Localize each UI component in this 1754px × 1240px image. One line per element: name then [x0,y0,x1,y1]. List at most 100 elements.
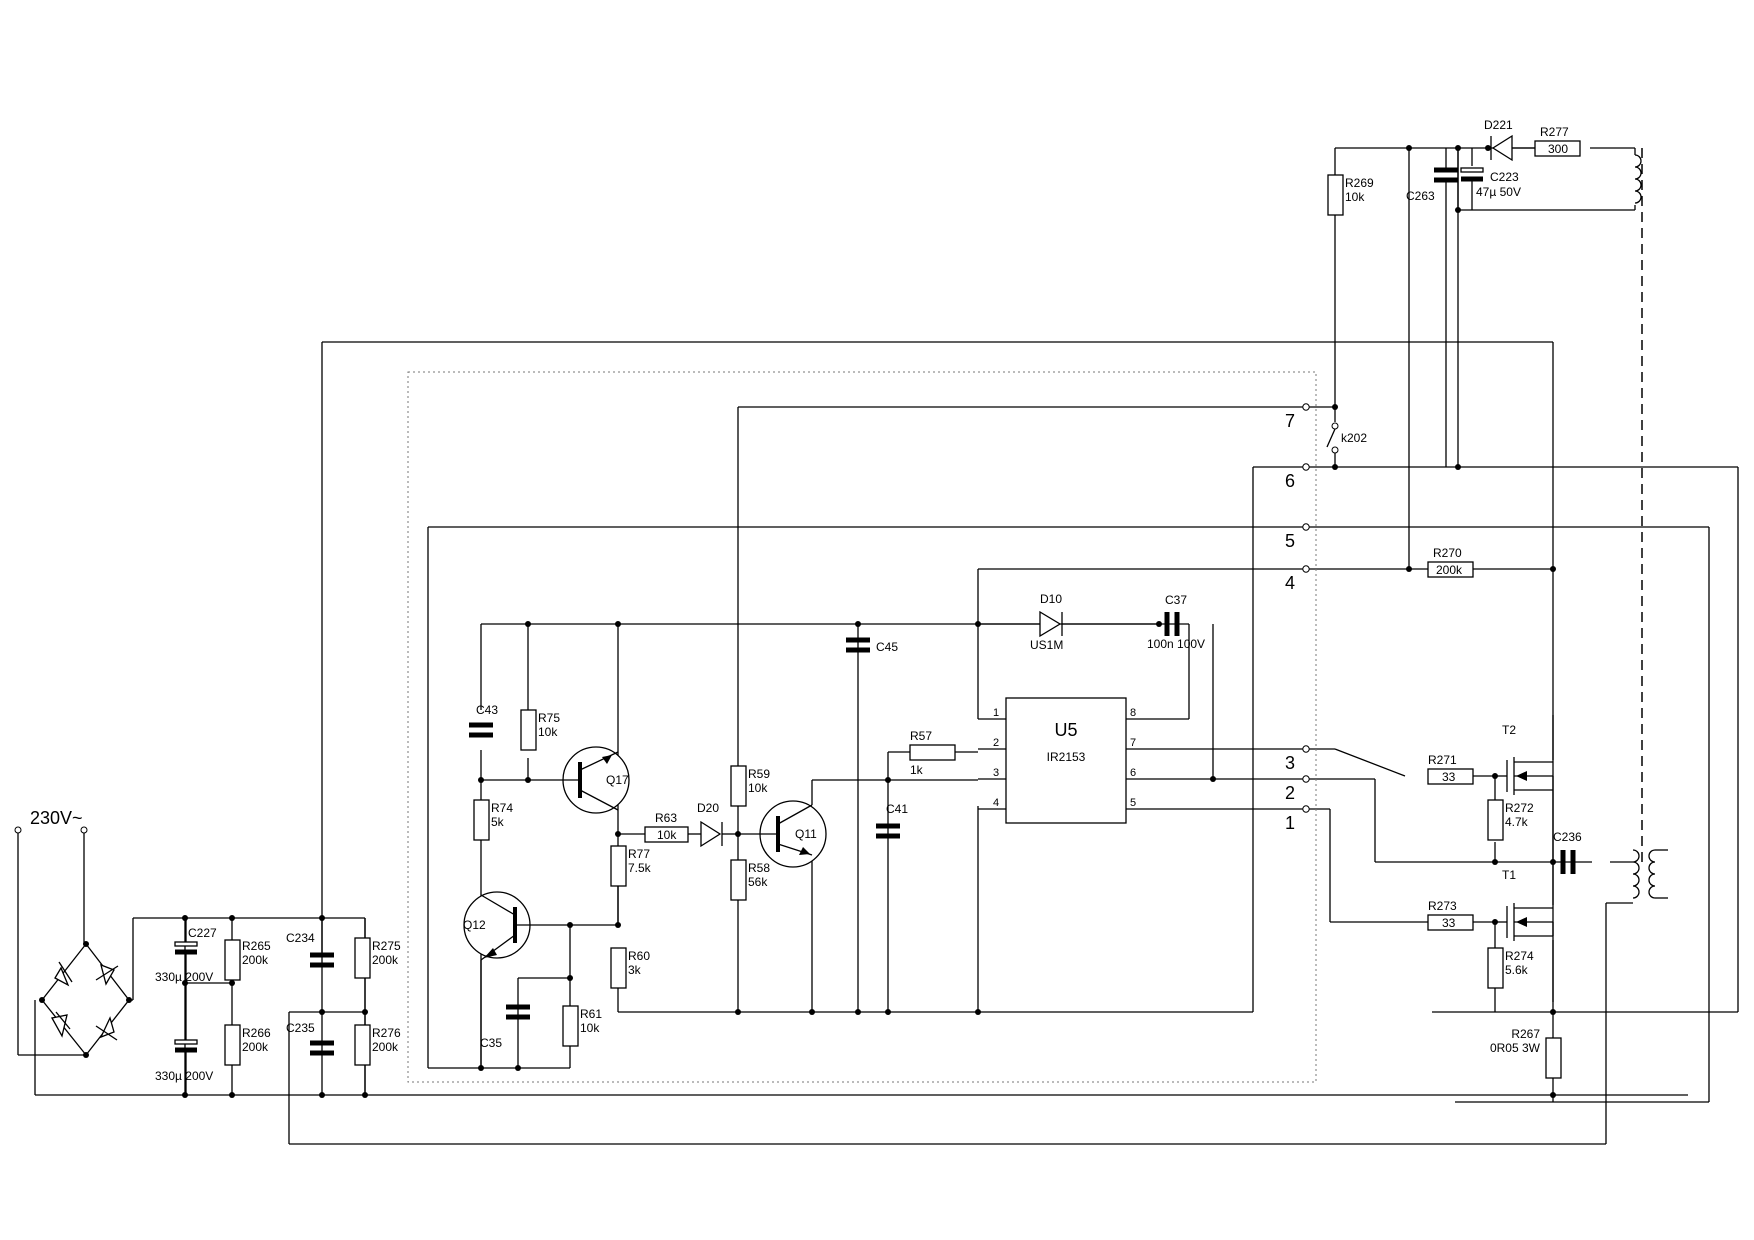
svg-text:R59: R59 [748,767,770,781]
svg-text:R277: R277 [1540,125,1569,139]
svg-text:R269: R269 [1345,176,1374,190]
svg-text:0R05 3W: 0R05 3W [1490,1041,1541,1055]
svg-text:R57: R57 [910,729,932,743]
svg-text:R75: R75 [538,711,560,725]
resistor-R74 [473,799,490,841]
svg-text:Q17: Q17 [606,773,629,787]
svg-text:T2: T2 [1502,723,1516,737]
svg-text:C235: C235 [286,1021,315,1035]
resistor-R269 [1327,174,1344,216]
svg-text:C234: C234 [286,931,315,945]
connector-pin-7: 7 [1285,411,1295,431]
svg-text:10k: 10k [1345,190,1365,204]
svg-text:C223: C223 [1490,170,1519,184]
svg-text:Q12: Q12 [463,918,486,932]
svg-text:200k: 200k [242,953,269,967]
module-boundary [407,371,1317,1083]
mains-input: 230V~ [14,808,88,834]
svg-text:C41: C41 [886,802,908,816]
resistor-R59 [730,765,747,807]
svg-text:330µ 200V: 330µ 200V [155,970,213,984]
svg-text:7: 7 [1130,737,1136,749]
resistor-R75 [520,709,537,751]
svg-text:C43: C43 [476,703,498,717]
svg-text:C227: C227 [188,926,217,940]
junctions [182,145,1556,1098]
svg-text:5k: 5k [491,815,505,829]
resistor-R265 [224,939,241,981]
resistor-R272 [1487,799,1504,841]
resistor-R271 [1427,768,1474,785]
svg-text:10k: 10k [748,781,768,795]
svg-text:R271: R271 [1428,753,1457,767]
svg-text:R270: R270 [1433,546,1462,560]
resistor-R275 [354,937,371,979]
connector-pin-4: 4 [1285,573,1295,593]
svg-text:D10: D10 [1040,592,1062,606]
svg-text:7.5k: 7.5k [628,861,652,875]
connector-pin-1: 1 [1285,813,1295,833]
connector-pin-6: 6 [1285,471,1295,491]
diodes: D10 US1M D20 D221 [697,118,1535,848]
ic-part: IR2153 [1047,750,1086,764]
resistor-R60 [610,947,627,989]
resistor-R267 [1545,1037,1562,1079]
svg-text:330µ 200V: 330µ 200V [155,1069,213,1083]
bridge-rectifier [39,941,132,1058]
svg-text:10k: 10k [657,828,677,842]
svg-text:R77: R77 [628,847,650,861]
svg-text:10k: 10k [538,725,558,739]
svg-text:3: 3 [993,767,999,779]
relay-label: k202 [1341,431,1367,445]
svg-text:200k: 200k [372,953,399,967]
resistor-R276 [354,1024,371,1066]
ic-U5: U5 IR2153 1 2 3 4 8 7 6 5 [978,697,1159,824]
svg-text:R274: R274 [1505,949,1534,963]
svg-text:1: 1 [993,707,999,719]
svg-text:5.6k: 5.6k [1505,963,1529,977]
svg-text:C35: C35 [480,1036,502,1050]
svg-text:R272: R272 [1505,801,1534,815]
supply-label: 230V~ [30,808,83,828]
svg-text:6: 6 [1130,767,1136,779]
svg-text:47µ 50V: 47µ 50V [1476,185,1521,199]
svg-text:R266: R266 [242,1026,271,1040]
transistor-T1: T1 [1495,868,1554,941]
svg-text:T1: T1 [1502,868,1516,882]
svg-text:4.7k: 4.7k [1505,815,1529,829]
resistor-R270 [1427,561,1474,578]
resistor-R266 [224,1024,241,1066]
svg-text:R267: R267 [1511,1027,1540,1041]
svg-text:C236: C236 [1553,830,1582,844]
connector-pin-5: 5 [1285,531,1295,551]
svg-text:200k: 200k [1436,563,1463,577]
resistor-R63 [644,826,689,843]
transistor-Q12: Q12 [463,891,540,961]
svg-text:Q11: Q11 [795,827,817,841]
resistor-R273 [1427,914,1474,931]
connector-pin-2: 2 [1285,783,1295,803]
svg-text:1k: 1k [910,763,924,777]
svg-text:5: 5 [1130,797,1136,809]
svg-text:2: 2 [993,737,999,749]
svg-text:3k: 3k [628,963,642,977]
svg-text:33: 33 [1442,770,1456,784]
svg-text:8: 8 [1130,707,1136,719]
svg-text:R74: R74 [491,801,513,815]
transistor-Q17: Q17 [562,746,630,814]
resistor-R61 [562,1005,579,1047]
svg-text:R276: R276 [372,1026,401,1040]
capacitors: C227 330µ 200V 330µ 200V C234 C235 C43 C… [155,167,1582,1083]
svg-text:C263: C263 [1406,189,1435,203]
svg-text:R63: R63 [655,811,677,825]
svg-text:US1M: US1M [1030,638,1063,652]
connector-pin-3: 3 [1285,753,1295,773]
resistor-R57 [909,744,956,761]
transformer [1632,154,1668,899]
svg-text:300: 300 [1548,142,1568,156]
svg-text:C37: C37 [1165,593,1187,607]
transistor-T2: T2 [1495,723,1554,795]
transistor-Q11: Q11 [756,800,827,868]
resistor-R274 [1487,947,1504,989]
